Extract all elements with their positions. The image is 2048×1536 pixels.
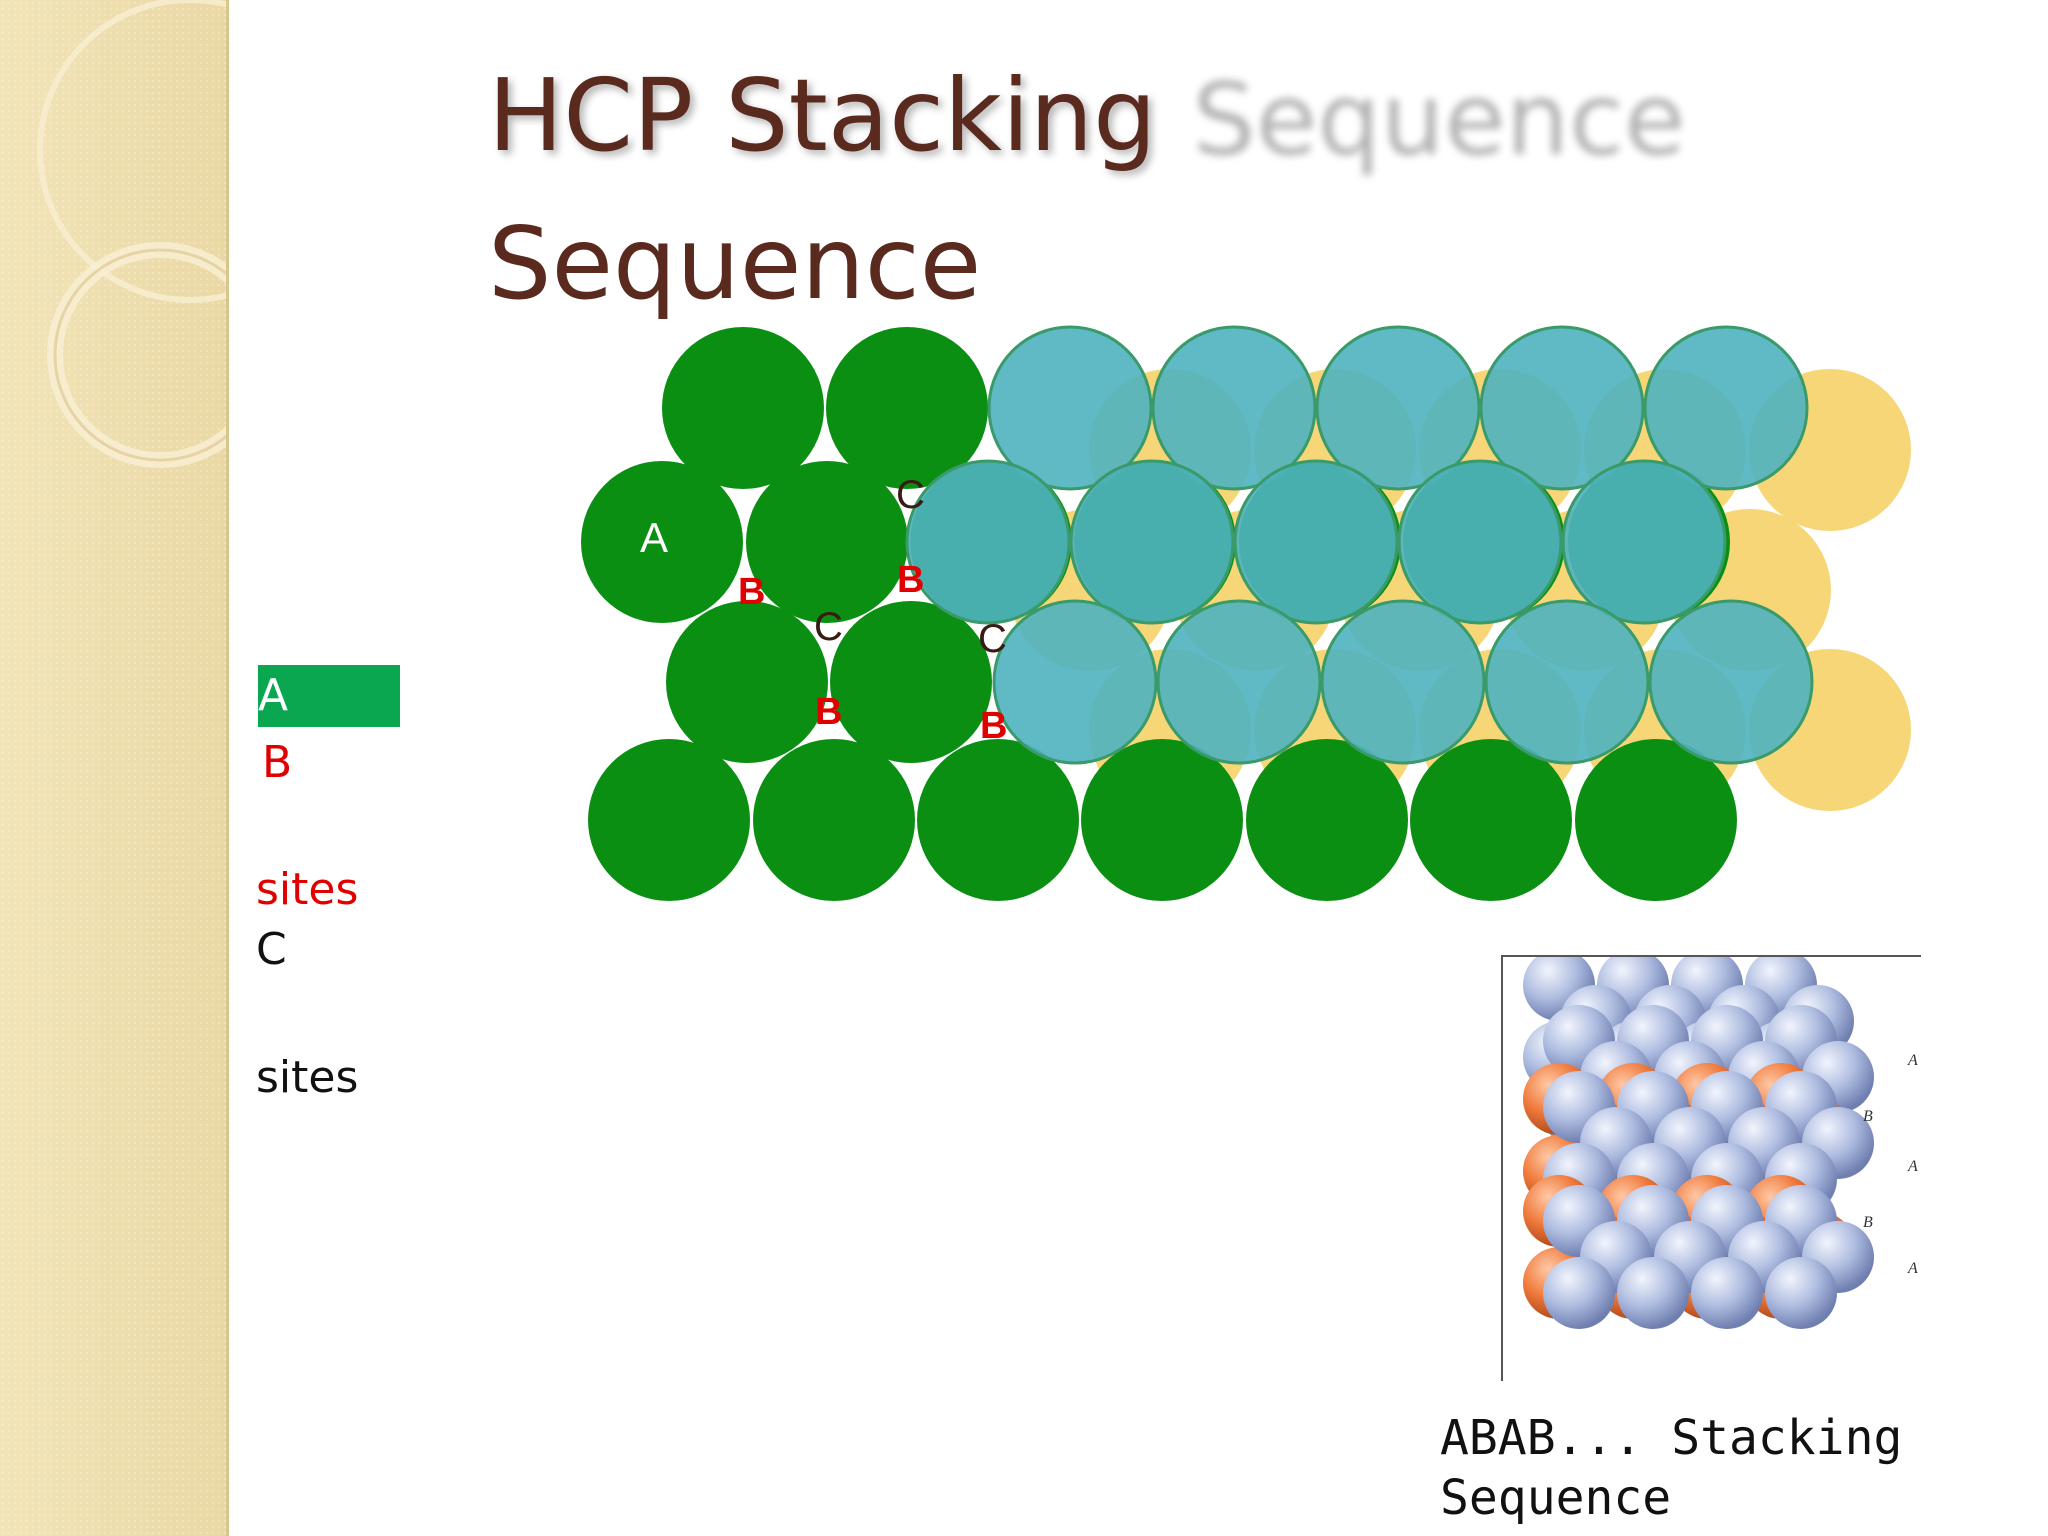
- layer-a-sphere: [666, 601, 828, 763]
- stack-sphere: [1765, 1257, 1837, 1329]
- b-site-label: B: [738, 571, 765, 613]
- layer-b-sphere: [1397, 459, 1563, 625]
- sidebar-edge: [226, 0, 229, 1536]
- layer-a-sphere: [588, 739, 750, 901]
- layer-a-sphere: [917, 739, 1079, 901]
- layer-a-sphere: [753, 739, 915, 901]
- layer-b-sphere: [905, 459, 1071, 625]
- hcp-3d-model-image: A B A B A: [1501, 949, 1921, 1381]
- layer-a-sphere: [1081, 739, 1243, 901]
- legend-b-sites: sites: [256, 864, 359, 915]
- layer-b-sphere: [987, 325, 1153, 491]
- legend-c-sites: sites: [256, 1052, 359, 1103]
- c-site-label: C: [978, 617, 1007, 661]
- legend-b-label: B: [262, 737, 293, 788]
- page-title: HCP Stacking Sequence: [488, 57, 1157, 322]
- sidebar-decoration: [0, 0, 228, 1536]
- layer-a-sphere: [746, 461, 908, 623]
- layer-b-sphere: [1643, 325, 1809, 491]
- layer-a-sphere: [826, 327, 988, 489]
- layer-a-sphere: [1246, 739, 1408, 901]
- caption-line-2: Sequence: [1440, 1470, 1672, 1526]
- c-site-label: C: [814, 605, 843, 649]
- legend-a-label: A: [258, 670, 289, 721]
- stack-layer-label: B: [1863, 1214, 1873, 1231]
- layer-b-sphere: [1315, 325, 1481, 491]
- layer-a-sphere: [581, 461, 743, 623]
- stack-layer-label: A: [1907, 1158, 1918, 1175]
- layer-b-sphere: [1069, 459, 1235, 625]
- legend-c-label: C: [256, 924, 287, 975]
- image-border-left: [1501, 955, 1503, 1381]
- figure-caption: ABAB... Stacking Sequence: [1440, 1408, 1960, 1528]
- stack-layer-label: A: [1907, 1052, 1918, 1069]
- layer-b-spheres: [905, 325, 1814, 765]
- title-shadow: HCP Stacking Sequence: [492, 61, 1686, 178]
- sphere-stack-illustration: A B A B A: [1523, 949, 1918, 1329]
- stack-sphere: [1691, 1257, 1763, 1329]
- stack-layer-label: A: [1907, 1260, 1918, 1277]
- legend-a-highlight: [258, 665, 400, 727]
- layer-b-sphere: [1479, 325, 1645, 491]
- b-site-label: B: [980, 705, 1007, 747]
- layer-b-sphere: [1561, 459, 1727, 625]
- layer-a-sphere: [1575, 739, 1737, 901]
- layer-b-sphere: [1320, 599, 1486, 765]
- layer-b-sphere: [1151, 325, 1317, 491]
- stack-sphere: [1543, 1257, 1615, 1329]
- stack-layer-label: B: [1863, 1108, 1873, 1125]
- layer-b-sphere: [1484, 599, 1650, 765]
- b-site-label: B: [897, 559, 924, 601]
- layer-b-sphere: [1648, 599, 1814, 765]
- decorative-rings: [37, 0, 228, 468]
- layer-b-sphere: [1233, 459, 1399, 625]
- stack-sphere: [1617, 1257, 1689, 1329]
- image-border-top: [1501, 955, 1921, 957]
- layer-a-sphere: [662, 327, 824, 489]
- layer-a-sphere: [830, 601, 992, 763]
- layer-a-sphere: [1410, 739, 1572, 901]
- caption-line-1: ABAB... Stacking: [1440, 1410, 1903, 1466]
- layer-b-sphere: [992, 599, 1158, 765]
- b-site-label: B: [815, 691, 842, 733]
- layer-b-sphere: [1156, 599, 1322, 765]
- c-site-label: C: [896, 473, 925, 517]
- site-labels: A B B B B C C C: [640, 473, 1007, 747]
- layer-a-marker: A: [640, 514, 668, 561]
